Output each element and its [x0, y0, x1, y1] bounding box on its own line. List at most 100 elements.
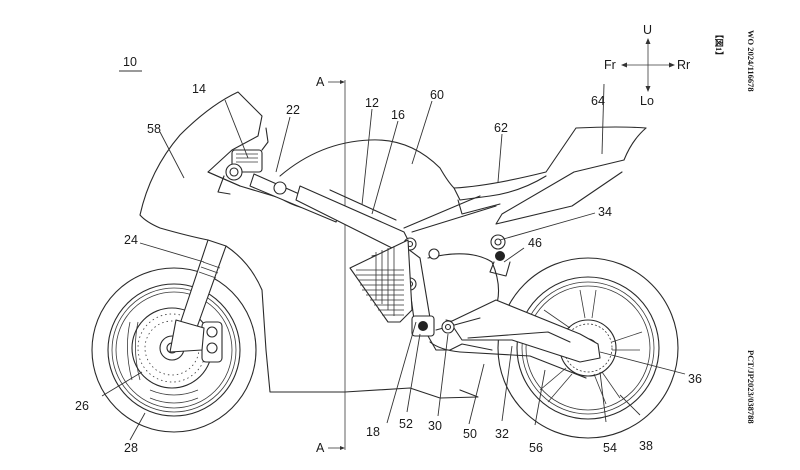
radiator-fins — [356, 246, 404, 316]
leader-54 — [599, 371, 607, 423]
ref-56: 56 — [529, 441, 543, 455]
publication-number-text: WO 2024/116678 — [746, 30, 756, 92]
application-number-text: PCT/JP2023/038788 — [746, 350, 756, 424]
leader-58 — [159, 131, 185, 179]
direction-front-label: Fr — [604, 58, 616, 72]
arrow-front-icon — [621, 62, 627, 68]
leader-14 — [224, 99, 249, 159]
leader-28 — [129, 412, 146, 441]
publication-number: WO 2024/116678 — [746, 30, 756, 92]
orientation-compass: U Lo Fr Rr — [604, 23, 690, 108]
ref-52: 52 — [399, 417, 413, 431]
leader-26 — [101, 371, 143, 397]
reference-numerals: 12 14 16 18 22 24 26 28 30 32 34 36 38 4… — [75, 82, 702, 455]
section-marker-top: A — [316, 75, 325, 89]
rear-cowl-lower — [495, 127, 647, 225]
front-tire-inner — [107, 283, 241, 417]
leader-50 — [468, 363, 485, 425]
swing-arm-body — [449, 299, 601, 363]
fork-lower-bracket — [169, 319, 205, 353]
assembly-reference: 10 — [119, 55, 142, 72]
leader-56 — [534, 369, 546, 426]
section-marker-bottom: A — [316, 441, 325, 455]
assembly-ref-label: 10 — [123, 55, 137, 69]
ref-46: 46 — [528, 236, 542, 250]
chain-lower — [459, 351, 587, 379]
motor-mount-bolt — [428, 248, 440, 260]
shock-upper-mount — [490, 234, 506, 250]
leader-16 — [371, 120, 399, 215]
ref-30: 30 — [428, 419, 442, 433]
leader-34 — [499, 212, 596, 241]
direction-down-label: Lo — [640, 94, 654, 108]
front-tire-outer — [91, 267, 257, 433]
ref-26: 26 — [75, 399, 89, 413]
leader-lines — [101, 83, 686, 441]
leader-62 — [497, 133, 503, 183]
radiator — [349, 239, 413, 323]
frame-upper-member — [295, 185, 413, 255]
seat-base — [453, 175, 547, 201]
leader-52 — [406, 333, 421, 413]
radiator-core — [349, 239, 413, 323]
brake-caliper — [201, 321, 223, 363]
leader-24 — [139, 242, 205, 263]
leader-60 — [411, 100, 433, 165]
ref-28: 28 — [124, 441, 138, 455]
ref-32: 32 — [495, 427, 509, 441]
front-fork — [169, 239, 227, 353]
direction-rear-label: Rr — [677, 58, 690, 72]
rear-tire-inner — [516, 276, 660, 420]
leader-12 — [361, 108, 373, 206]
arrow-rear-icon — [669, 62, 675, 68]
front-wheel — [91, 267, 257, 433]
direction-up-label: U — [643, 23, 652, 37]
arrow-down-icon — [645, 86, 651, 92]
ref-18: 18 — [366, 425, 380, 439]
pivot-area — [411, 315, 493, 351]
leader-36 — [599, 351, 686, 375]
handle-grip-end — [225, 163, 243, 181]
ref-60: 60 — [430, 88, 444, 102]
section-arrow-bottom-icon — [340, 446, 345, 450]
ref-16: 16 — [391, 108, 405, 122]
ref-12: 12 — [365, 96, 379, 110]
arrow-up-icon — [645, 38, 651, 44]
sprocket-teeth — [563, 323, 613, 373]
ref-38: 38 — [639, 439, 653, 453]
swing-arm — [429, 299, 601, 379]
cowl-lower-edge — [139, 214, 209, 241]
ref-34: 34 — [598, 205, 612, 219]
ref-36: 36 — [688, 372, 702, 386]
drive-sprocket — [418, 321, 428, 331]
steering-knob — [273, 181, 287, 195]
body-panels — [279, 126, 647, 233]
leader-38 — [619, 394, 641, 416]
figure-label-text: 【図1】 — [714, 30, 724, 60]
pivot-shaft — [441, 320, 455, 334]
front-spokes — [127, 321, 199, 404]
section-line-a: A A — [316, 75, 346, 455]
seat-outline — [453, 126, 647, 189]
ref-22: 22 — [286, 103, 300, 117]
rear-rim-outer — [521, 281, 655, 415]
ref-58: 58 — [147, 122, 161, 136]
ref-24: 24 — [124, 233, 138, 247]
front-rim-outer — [111, 287, 237, 413]
main-frame — [295, 185, 433, 335]
leader-64 — [601, 83, 605, 155]
tank-cover-outline — [279, 139, 455, 189]
application-number: PCT/JP2023/038788 — [746, 350, 756, 424]
section-arrow-top-icon — [340, 80, 345, 84]
ref-62: 62 — [494, 121, 508, 135]
ref-64: 64 — [591, 94, 605, 108]
front-rim-inner — [115, 291, 233, 409]
leader-22 — [275, 116, 291, 173]
side-fairing-lower — [225, 245, 479, 399]
leader-30 — [437, 333, 449, 417]
rear-rim-inner — [525, 285, 651, 411]
leader-32 — [501, 345, 513, 422]
figure-label: 【図1】 — [714, 30, 724, 60]
ref-14: 14 — [192, 82, 206, 96]
